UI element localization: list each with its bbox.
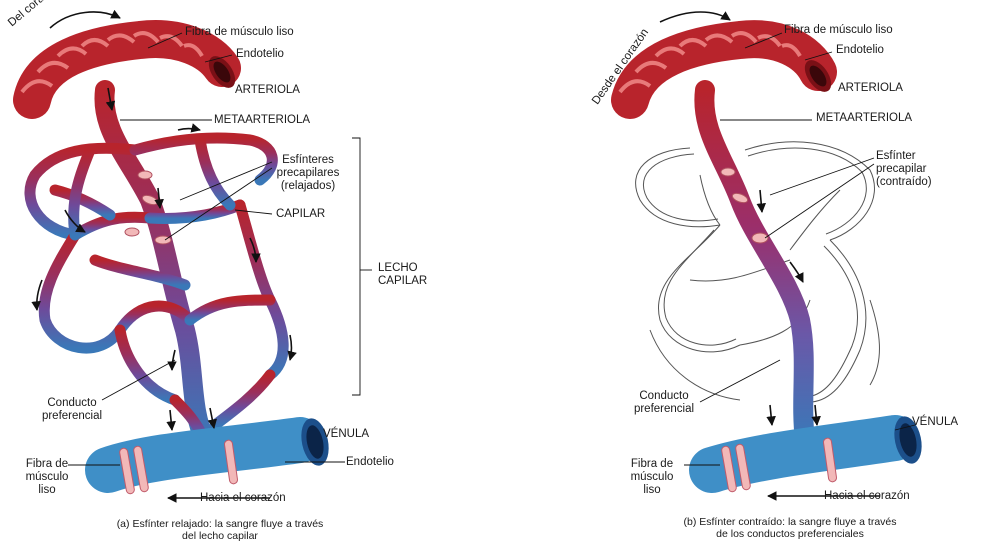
- label-smooth-muscle-bottom-a-line3: liso: [38, 484, 56, 496]
- label-sphincters-a: Esfínteres precapilares (relajados): [268, 154, 348, 193]
- label-metarteriole-a: METAARTERIOLA: [214, 114, 311, 126]
- label-thoroughfare-a-line2: preferencial: [41, 410, 103, 422]
- caption-a-line1: (a) Esfínter relajado: la sangre fluye a…: [116, 518, 324, 530]
- label-thoroughfare-a: Conducto preferencial: [36, 397, 108, 423]
- label-smooth-muscle-bottom-a-line1: Fibra de: [25, 458, 69, 470]
- panel-b-thoroughfare: [694, 80, 815, 450]
- panel-b-arteriole: [611, 20, 837, 119]
- label-smooth-muscle-fiber-top-b: Fibra de músculo liso: [784, 24, 893, 36]
- label-smooth-muscle-bottom-b-line3: liso: [643, 484, 661, 496]
- label-thoroughfare-b-line1: Conducto: [639, 390, 689, 402]
- label-smooth-muscle-bottom-a: Fibra de músculo liso: [22, 458, 72, 497]
- label-capillary-bed-a-line2: CAPILAR: [378, 275, 428, 287]
- panel-b-sphincters: [720, 167, 769, 244]
- label-sphincter-b: Esfínter precapilar (contraído): [876, 150, 932, 189]
- panel-b-flow-arrows: [659, 11, 880, 501]
- panel-a-flow-arrows: [31, 9, 297, 503]
- label-capillary-bed-a-line1: LECHO: [378, 262, 418, 274]
- label-to-heart-b: Hacia el corazón: [824, 490, 910, 502]
- label-sphincter-b-line1: Esfínter: [876, 150, 916, 162]
- label-to-heart-a: Hacia el corazón: [200, 492, 286, 504]
- caption-b-line1: (b) Esfínter contraído: la sangre fluye …: [683, 516, 897, 528]
- label-smooth-muscle-bottom-b-line2: músculo: [630, 471, 674, 483]
- panel-b-venule: [689, 415, 922, 493]
- label-smooth-muscle-fiber-top-a: Fibra de músculo liso: [185, 26, 294, 38]
- caption-a-line2: del lecho capilar: [182, 530, 258, 542]
- panel-a-arteriole: [13, 20, 241, 119]
- label-venule-b: VÉNULA: [912, 416, 959, 428]
- caption-a: (a) Esfínter relajado: la sangre fluye a…: [70, 518, 370, 542]
- panel-b-artwork: [611, 11, 922, 501]
- label-smooth-muscle-bottom-b-line1: Fibra de: [630, 458, 674, 470]
- caption-b: (b) Esfínter contraído: la sangre fluye …: [640, 516, 940, 540]
- panel-b-leader-lines: [684, 32, 916, 466]
- caption-b-line2: de los conductos preferenciales: [716, 528, 864, 540]
- label-arteriole-b: ARTERIOLA: [838, 82, 903, 94]
- label-capillary-bed-a: LECHO CAPILAR: [378, 262, 427, 288]
- label-sphincter-b-line3: (contraído): [876, 176, 932, 188]
- label-smooth-muscle-bottom-b: Fibra de músculo liso: [624, 458, 680, 497]
- label-sphincters-a-line3: (relajados): [280, 180, 336, 192]
- panel-a-venule: [85, 417, 329, 495]
- label-sphincters-a-line2: precapilares: [276, 167, 340, 179]
- label-venule-a: VÉNULA: [323, 428, 370, 440]
- panel-a-capillaries: [24, 132, 289, 446]
- label-sphincters-a-line1: Esfínteres: [282, 154, 334, 166]
- panel-a-leader-lines: [68, 32, 372, 466]
- label-endothelium-top-a: Endotelio: [236, 48, 284, 60]
- label-smooth-muscle-bottom-a-line2: músculo: [25, 471, 69, 483]
- label-endothelium-bottom-a: Endotelio: [346, 456, 394, 468]
- label-thoroughfare-a-line1: Conducto: [47, 397, 97, 409]
- label-metarteriole-b: METAARTERIOLA: [816, 112, 913, 124]
- label-sphincter-b-line2: precapilar: [876, 163, 927, 175]
- panel-b-capillaries: [635, 141, 880, 403]
- label-capillary-a: CAPILAR: [276, 208, 326, 220]
- panel-a-artwork: [13, 9, 372, 503]
- label-arteriole-a: ARTERIOLA: [235, 84, 300, 96]
- label-thoroughfare-b-line2: preferencial: [633, 403, 695, 415]
- label-endothelium-top-b: Endotelio: [836, 44, 884, 56]
- label-thoroughfare-b: Conducto preferencial: [628, 390, 700, 416]
